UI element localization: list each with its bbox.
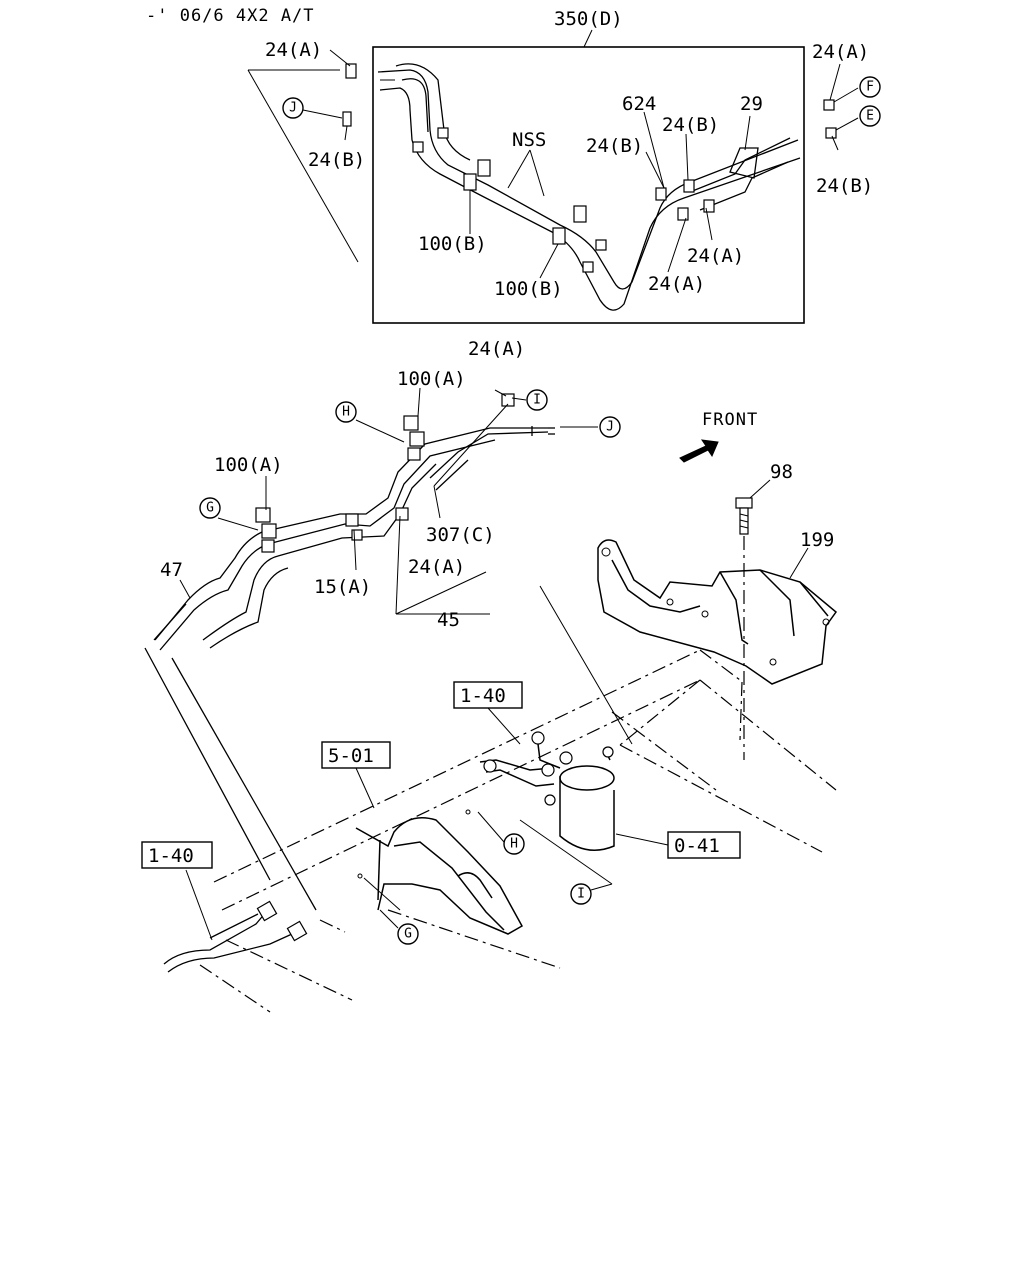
detail-leaders [302,49,859,279]
connector-e-marker [859,105,881,127]
label-100a: 100(A) [214,454,283,476]
front-arrow-icon [679,439,719,463]
label-24a: 24(A) [265,39,322,61]
connector-g-letter: G [404,927,412,942]
main-leaders [179,387,598,615]
connector-h-letter: H [342,405,350,420]
ref-box-5-01[interactable]: 5-01 [321,741,391,769]
connector-j-letter: J [606,420,614,435]
fuel-filter [357,731,615,911]
label-24b: 24(B) [308,149,365,171]
connector-h-letter: H [510,837,518,852]
label-100a: 100(A) [397,368,466,390]
detail-box-title: 350(D) [554,8,623,30]
connector-h-marker [335,401,357,423]
ref-1-40-label: 1-40 [460,685,506,707]
ref-0-41-label: 0-41 [674,835,720,857]
connector-i-letter: I [577,887,585,902]
ref-leader [615,833,669,846]
label-100b: 100(B) [418,233,487,255]
label-624: 624 [622,93,656,115]
connector-leader [519,819,613,885]
connector-f-letter: F [866,80,874,95]
label-199: 199 [800,529,834,551]
connector-i-letter: I [533,393,541,408]
connector-j-marker [599,416,621,438]
ref-1-40-label: 1-40 [148,845,194,867]
label-98: 98 [770,461,793,483]
connector-g-marker [397,923,419,945]
label-24b: 24(B) [586,135,643,157]
detail-hoses [377,63,801,311]
connector-leader [379,909,399,929]
label-24a: 24(A) [687,245,744,267]
label-nss: NSS [512,129,546,151]
bolt-98 [735,479,771,760]
ref-box-0-41[interactable]: 0-41 [667,831,741,859]
connector-i-marker [570,883,592,905]
label-24b: 24(B) [816,175,873,197]
projection-line [247,69,359,263]
ref-box-1-40-left[interactable]: 1-40 [141,841,213,869]
ref-5-01-label: 5-01 [328,745,374,767]
label-24a: 24(A) [468,338,525,360]
connector-j-letter: J [289,101,297,116]
label-29: 29 [740,93,763,115]
connector-leader [590,883,613,891]
label-15a: 15(A) [314,576,371,598]
detail-title-leader [583,29,593,48]
label-24a: 24(A) [648,273,705,295]
connector-e-letter: E [866,109,874,124]
connector-g-letter: G [206,501,214,516]
front-label: FRONT [702,410,758,430]
label-47: 47 [160,559,183,581]
main-clips [255,393,515,553]
label-24a: 24(A) [408,556,465,578]
chassis-outline [199,585,837,1013]
label-45: 45 [437,609,460,631]
label-24a: 24(A) [812,41,869,63]
ref-leader [487,707,521,745]
lower-fuel-lines [144,647,317,973]
ref-leader [355,767,375,809]
detail-box-frame [372,46,805,324]
connector-g-marker [199,497,221,519]
connector-h-marker [503,833,525,855]
crossmember [355,817,524,935]
label-100b: 100(B) [494,278,563,300]
connector-i-marker [526,389,548,411]
connector-f-marker [859,76,881,98]
bracket-199 [597,539,838,685]
ref-box-1-40-top[interactable]: 1-40 [453,681,523,709]
label-307c: 307(C) [426,524,495,546]
connector-j-marker [282,97,304,119]
model-note: -' 06/6 4X2 A/T [146,6,315,26]
label-24b: 24(B) [662,114,719,136]
